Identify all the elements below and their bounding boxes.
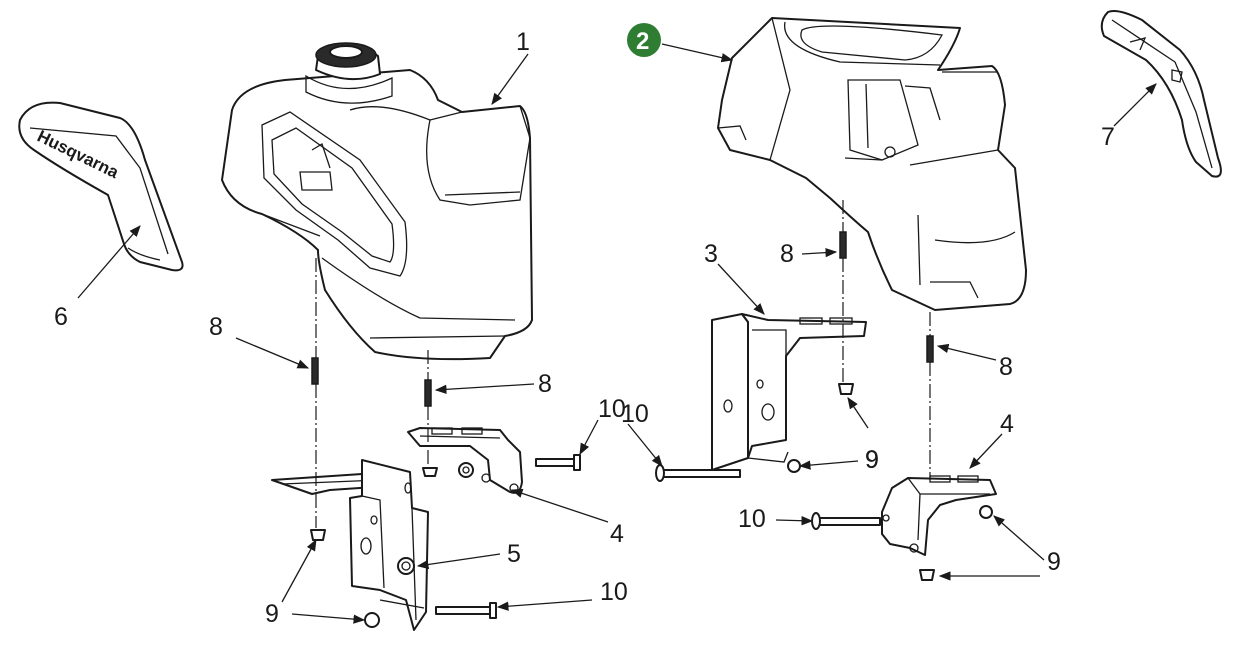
bracket-part-5 <box>271 459 429 631</box>
bracket-part-4-left <box>407 427 523 494</box>
callout-4-left: 4 <box>610 520 624 548</box>
callout-8-a: 8 <box>209 313 223 341</box>
fuel-tank-hood-part-1 <box>221 42 533 361</box>
callout-9-d: 9 <box>865 446 879 474</box>
callout-labels: 1 2 3 4 4 5 6 7 8 8 8 8 9 9 9 9 10 10 10… <box>54 23 1115 628</box>
callout-2-badge: 2 <box>627 23 661 57</box>
leader-lines <box>77 43 1157 624</box>
callout-8-b: 8 <box>538 370 552 398</box>
callout-10-c: 10 <box>621 400 649 428</box>
callout-10-b: 10 <box>600 578 628 606</box>
callout-6: 6 <box>54 303 68 331</box>
callout-9-b: 9 <box>865 446 879 474</box>
callout-7: 7 <box>1101 123 1115 151</box>
callout-9-c: 9 <box>1047 548 1061 576</box>
callout-8-d: 8 <box>999 353 1013 381</box>
assembly-axes <box>315 200 931 528</box>
callout-5: 5 <box>507 540 521 568</box>
pin-part-8 <box>311 231 934 407</box>
callout-10-a: 10 <box>598 395 626 423</box>
callout-9-a: 9 <box>265 600 279 628</box>
fuel-cap <box>305 42 393 104</box>
side-cover-part-6: Husqvarna <box>18 101 184 272</box>
bolt-part-10 <box>435 454 881 619</box>
callout-2-badge-circle <box>627 23 661 57</box>
bracket-part-4-right <box>881 475 997 556</box>
callout-8-c: 8 <box>780 240 794 268</box>
hood-part-2 <box>717 17 1027 311</box>
callout-1: 1 <box>516 28 530 56</box>
callout-2: 2 <box>636 28 649 55</box>
callout-3: 3 <box>704 240 718 268</box>
callout-10-d: 10 <box>738 505 766 533</box>
side-cover-part-7 <box>1100 10 1222 178</box>
bracket-part-3 <box>711 313 867 471</box>
clip-part-9 <box>310 383 993 628</box>
callout-4-right: 4 <box>1000 410 1014 438</box>
nut-fitting <box>458 462 474 478</box>
